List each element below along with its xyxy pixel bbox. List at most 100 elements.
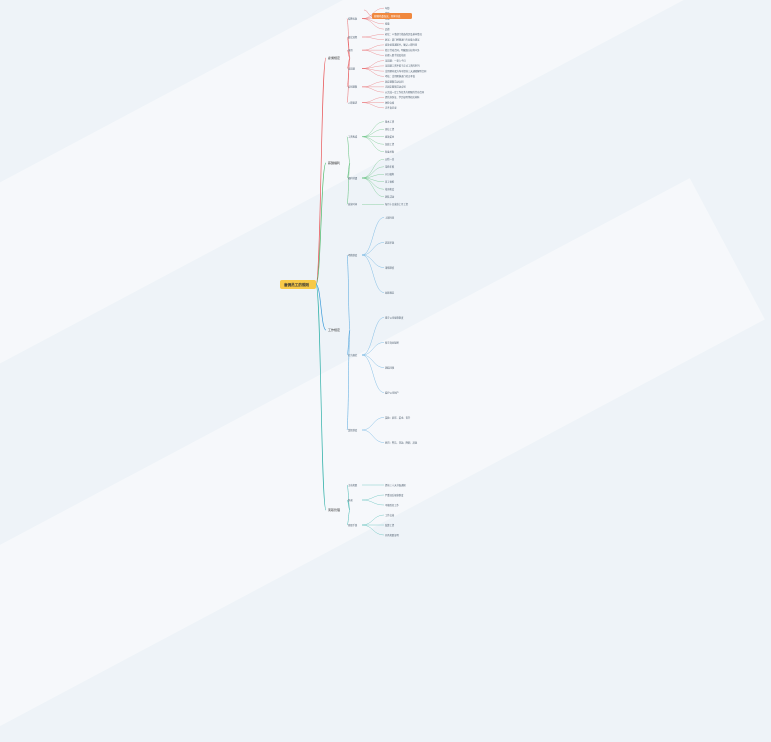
- connector-line: [361, 60, 385, 69]
- leaf-label: 带薪年假: [385, 165, 395, 169]
- connector-line: [361, 242, 385, 256]
- leaf-label: 办理入职手续及培训: [385, 53, 406, 57]
- connector-line: [361, 177, 385, 197]
- connector-line: [361, 417, 385, 431]
- connector-line: [361, 136, 385, 152]
- root-node[interactable]: [280, 280, 316, 289]
- leaf-label: 加班工资: [385, 142, 395, 146]
- leaf-label: 岗位工资: [385, 127, 395, 131]
- branch-label-3: 离职管理: [328, 507, 340, 512]
- connector-line: [361, 317, 385, 356]
- leaf-label: 加班规定: [385, 290, 395, 294]
- sub-branch-label: 录用: [348, 48, 353, 52]
- leaf-label: 遵守公司规章制度: [385, 315, 404, 319]
- connector-line: [361, 81, 385, 88]
- leaf-label: 上班时间: [385, 215, 395, 219]
- connector-line: [346, 329, 351, 431]
- leaf-label: 考核：试用期满进行转正考核: [385, 74, 416, 78]
- leaf-label: 体检合格: [385, 100, 395, 104]
- leaf-label: 绩效奖金: [385, 135, 395, 139]
- branch-label-0: 雇佣规定: [328, 55, 340, 60]
- leaf-label: 团结同事: [385, 365, 395, 369]
- leaf-label: 工作交接: [385, 513, 395, 517]
- connector-line: [361, 217, 385, 256]
- connector-line: [361, 342, 385, 356]
- leaf-label: 无不良记录: [385, 106, 397, 110]
- sub-branch-label: 发放时间: [348, 202, 358, 206]
- connector-line: [361, 129, 385, 137]
- leaf-label: 不能胜任工作: [385, 503, 399, 507]
- connector-line: [346, 57, 351, 103]
- sub-branch-label: 离职手续: [348, 523, 358, 527]
- leaf-label: 各类补贴: [385, 150, 395, 154]
- sub-branch-label: 入职要求: [348, 100, 358, 104]
- connector-line: [361, 254, 385, 268]
- connector-line: [346, 484, 351, 511]
- leaf-label: 开具离职证明: [385, 533, 399, 537]
- connector-line: [361, 177, 385, 182]
- connector-line: [346, 329, 351, 356]
- connector-line: [346, 136, 351, 164]
- leaf-label: 固定期限劳动合同: [385, 79, 404, 83]
- connector-line: [361, 429, 385, 443]
- mind-map-nodes: 雇佣员工的规则雇佣规定招聘标准年龄学历经验技能品德面试流程初试：人事部门筛选简历…: [280, 6, 427, 537]
- leaf-label: 五险一金: [385, 157, 395, 161]
- connector-line: [361, 36, 385, 40]
- leaf-label: 保守商业秘密: [385, 340, 399, 344]
- connector-line: [315, 284, 327, 331]
- mind-map-links: [315, 7, 385, 536]
- connector-line: [361, 44, 385, 51]
- leaf-label: 节日福利: [385, 172, 395, 176]
- mind-map-canvas: 雇佣员工的规则雇佣规定招聘标准年龄学历经验技能品德面试流程初试：人事部门筛选简历…: [280, 6, 427, 537]
- leaf-label: 以完成一定工作任务为期限的劳动合同: [385, 90, 425, 94]
- connector-line: [361, 68, 385, 77]
- connector-line: [315, 284, 327, 511]
- sub-branch-label: 合同期限: [348, 85, 358, 89]
- leaf-label: 提供身份证、学历证明等相关材料: [385, 95, 420, 99]
- connector-line: [361, 354, 385, 393]
- connector-line: [346, 49, 351, 59]
- connector-line: [361, 524, 385, 536]
- connector-line: [346, 18, 351, 59]
- connector-line: [346, 509, 351, 526]
- leaf-label: 发放录用通知书，确认入职时间: [385, 43, 418, 47]
- branch-label-2: 工作规定: [328, 327, 340, 332]
- leaf-label: 团队活动: [385, 195, 395, 199]
- leaf-label: 每月十日发放上月工资: [385, 202, 409, 206]
- sub-branch-label: 招聘标准: [348, 16, 358, 20]
- connector-line: [361, 121, 385, 137]
- leaf-label: 爱护公司财产: [385, 390, 399, 394]
- connector-line: [361, 354, 385, 368]
- leaf-label: 培训机会: [385, 187, 395, 191]
- leaf-label: 复试：部门经理进行专业能力测试: [385, 37, 420, 41]
- leaf-label: 品德: [385, 27, 390, 31]
- connector-line: [346, 499, 351, 511]
- connector-line: [361, 159, 385, 179]
- leaf-label: 无固定期限劳动合同: [385, 85, 406, 89]
- connector-line: [361, 34, 385, 38]
- connector-line: [361, 18, 385, 30]
- leaf-label: 严重违反规章制度: [385, 493, 404, 497]
- sub-branch-label: 面试流程: [348, 35, 358, 39]
- leaf-label: 迟到早退: [385, 240, 395, 244]
- sub-branch-label: 考勤制度: [348, 253, 358, 257]
- sub-branch-label: 试用期: [348, 66, 356, 70]
- connector-line: [361, 102, 385, 109]
- leaf-label: 请假制度: [385, 265, 395, 269]
- sub-branch-label: 辞退: [348, 498, 353, 502]
- leaf-label: 技能: [385, 22, 390, 26]
- connector-line: [361, 97, 385, 103]
- connector-line: [361, 49, 385, 56]
- connector-line: [346, 162, 351, 205]
- connector-line: [361, 174, 385, 179]
- sub-branch-label: 行为规范: [348, 353, 358, 357]
- sub-branch-label: 奖惩制度: [348, 428, 358, 432]
- leaf-label: 试用期：一至六个月: [385, 58, 406, 62]
- leaf-label: 签订劳动合同，明确双方权利义务: [385, 48, 420, 52]
- leaf-label: 奖励：表彰、奖金、晋升: [385, 415, 411, 419]
- connector-line: [361, 86, 385, 93]
- connector-line: [361, 254, 385, 293]
- connector-line: [346, 254, 351, 331]
- leaf-label: 提前三十天书面通知: [385, 483, 406, 487]
- connector-line: [361, 166, 385, 179]
